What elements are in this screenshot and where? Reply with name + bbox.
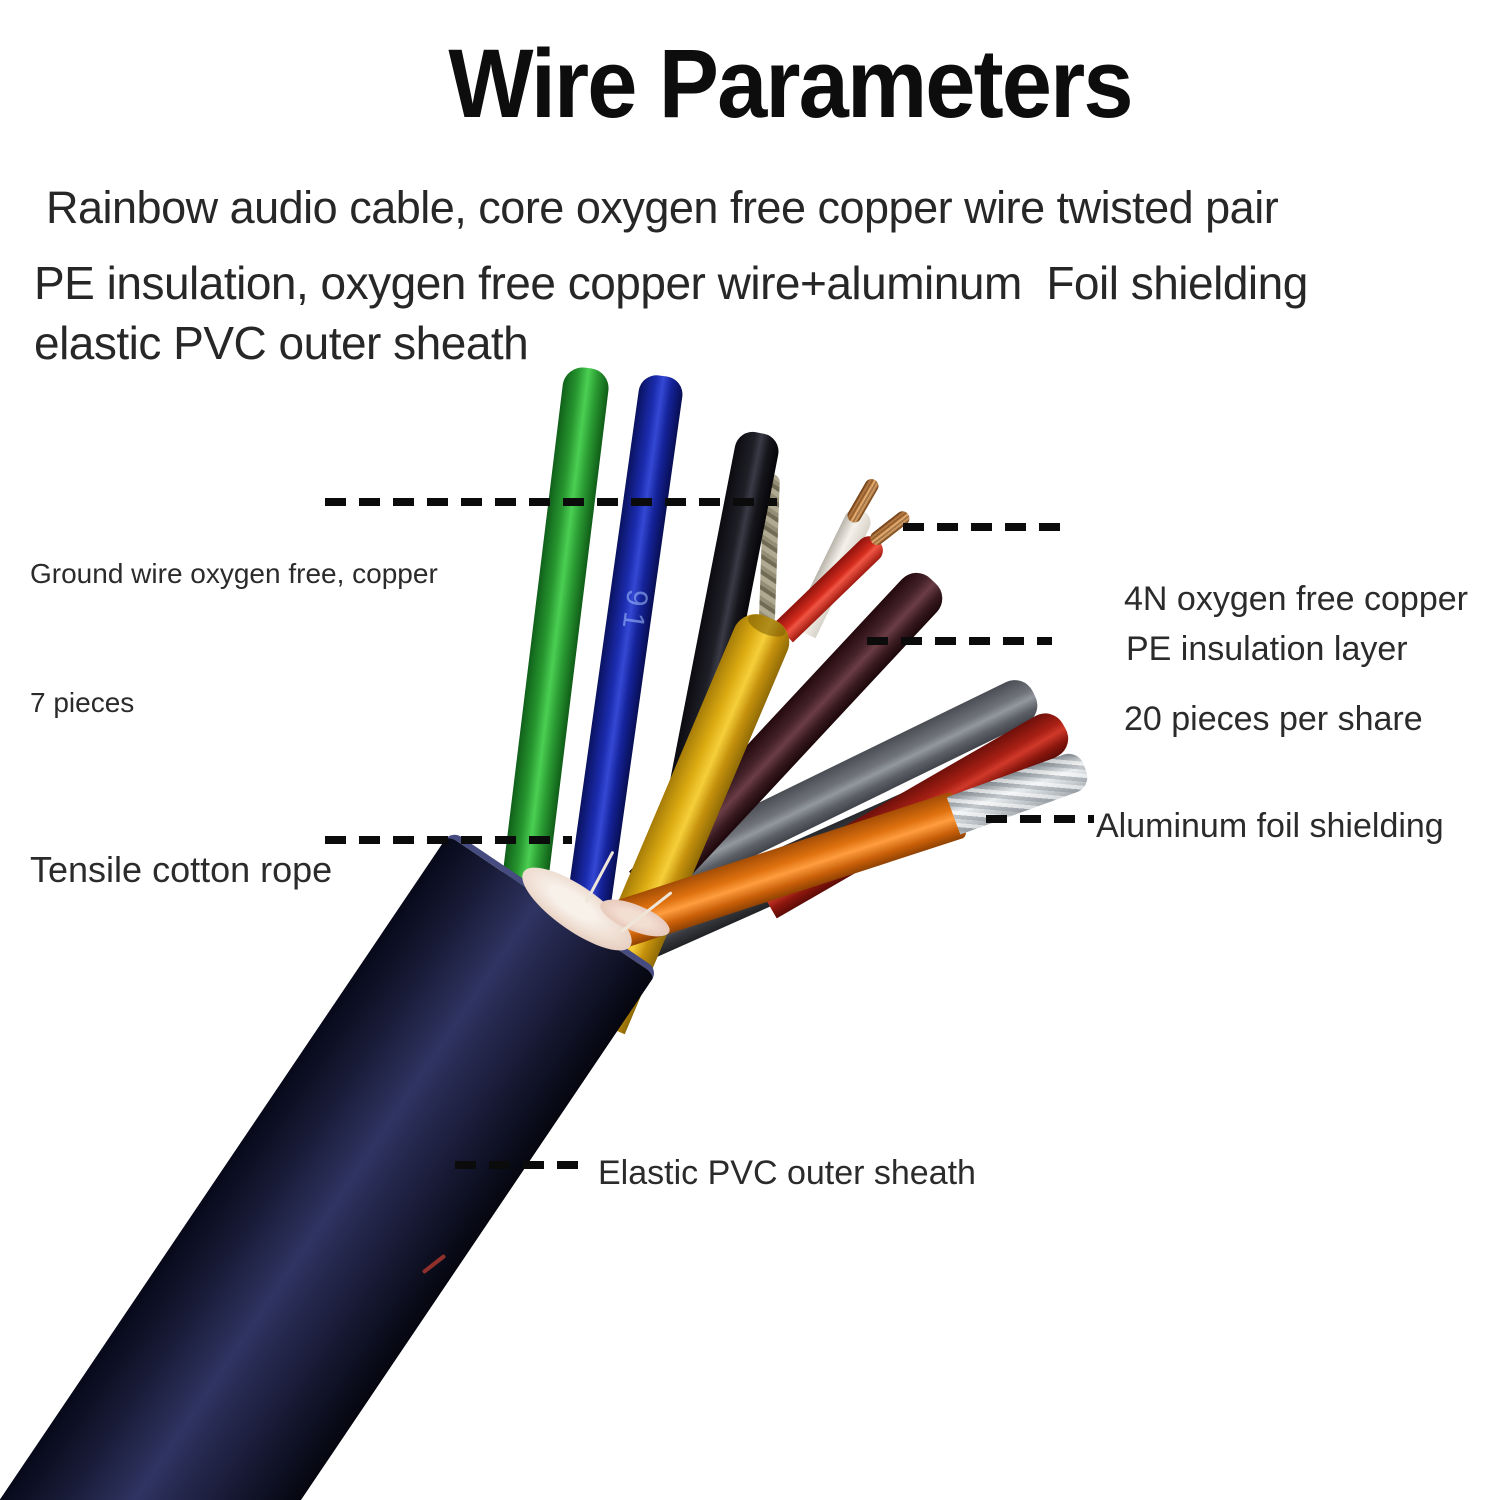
callout-line-pvc-sheath: [455, 1161, 578, 1169]
callout-label-ground-wire: Ground wire oxygen free, copper 7 pieces: [30, 466, 438, 810]
callout-label-4n-copper: 4N oxygen free copper 20 pieces per shar…: [1124, 499, 1468, 819]
callout-label-pvc-sheath: Elastic PVC outer sheath: [598, 1154, 976, 1192]
callout-label-4n-copper-line2: 20 pieces per share: [1124, 700, 1423, 738]
description-line-2: PE insulation, oxygen free copper wire+a…: [34, 257, 1308, 309]
blue-wire-print-marking: 91: [614, 587, 654, 637]
callout-label-tensile-rope: Tensile cotton rope: [30, 849, 333, 890]
callout-line-pe-insulation: [867, 637, 1052, 645]
callout-line-4n-copper: [903, 523, 1071, 531]
callout-label-ground-wire-line2: 7 pieces: [30, 687, 135, 718]
callout-line-aluminum-foil: [986, 815, 1094, 823]
callout-label-4n-copper-line1: 4N oxygen free copper: [1124, 580, 1468, 618]
callout-label-aluminum-foil: Aluminum foil shielding: [1096, 807, 1444, 845]
callout-line-tensile-rope: [325, 836, 572, 844]
page-title: Wire Parameters: [448, 29, 1133, 138]
description-line-1: Rainbow audio cable, core oxygen free co…: [46, 182, 1279, 233]
description-line-3: elastic PVC outer sheath: [34, 317, 529, 369]
callout-line-ground-wire: [325, 498, 777, 506]
callout-label-ground-wire-line1: Ground wire oxygen free, copper: [30, 558, 438, 589]
callout-label-pe-insulation: PE insulation layer: [1126, 630, 1408, 668]
